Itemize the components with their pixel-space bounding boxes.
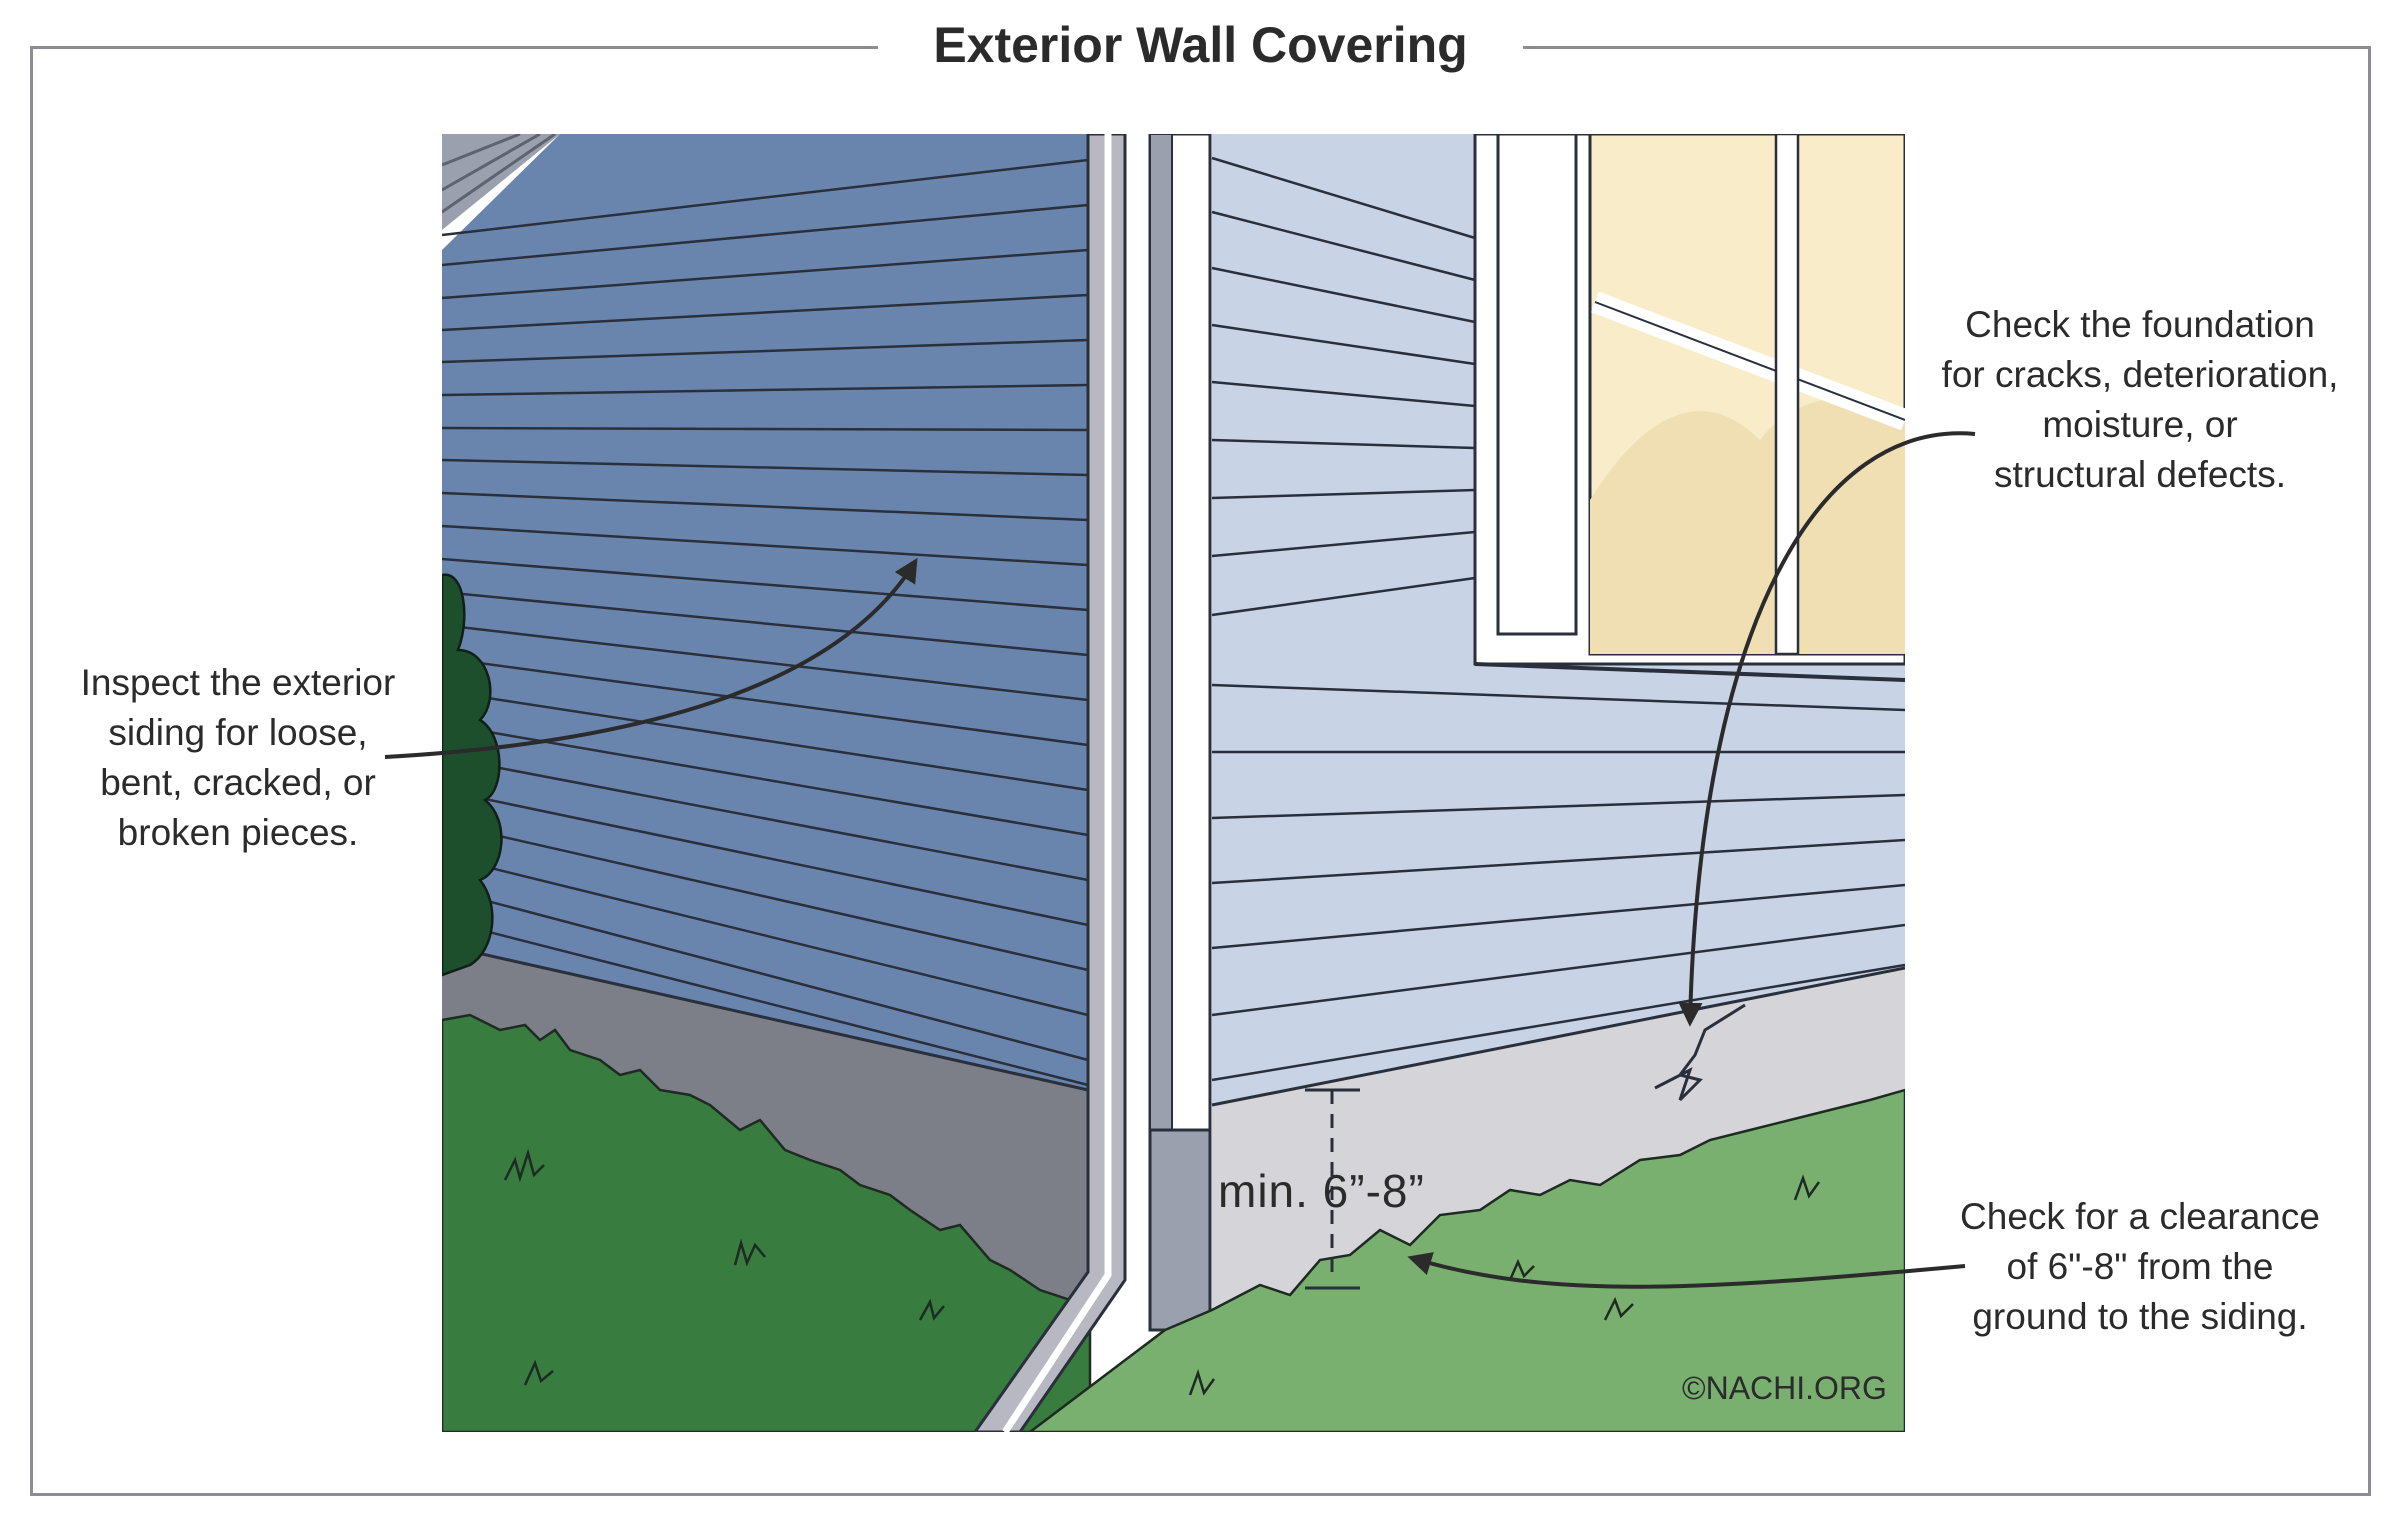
foundation-callout-line: Check the foundation (1965, 304, 2315, 345)
title-wrap: Exterior Wall Covering (0, 12, 2401, 78)
foundation-callout-arrow (1678, 431, 1976, 1027)
corner-trim (1148, 134, 1212, 1332)
left-siding-wall (442, 134, 1088, 1090)
siding-callout-line: siding for loose, (108, 712, 368, 753)
foundation-callout-line: structural defects. (1993, 454, 2286, 495)
left-siding-lines (442, 158, 1089, 1087)
foundation-callout: Check the foundation for cracks, deterio… (1920, 300, 2360, 500)
siding-callout-line: Inspect the exterior (80, 662, 396, 703)
foundation-crack (1654, 1003, 1746, 1102)
left-grass-tufts (503, 1148, 945, 1386)
siding-callout-line: broken pieces. (117, 812, 359, 853)
clearance-callout: Check for a clearance of 6"-8" from the … (1930, 1192, 2350, 1342)
right-siding-lines (1211, 156, 1905, 1082)
clearance-dimension (1305, 1088, 1360, 1290)
foundation-callout-line: moisture, or (2042, 404, 2238, 445)
copyright-credit: ©NACHI.ORG (1682, 1370, 1887, 1406)
roof-edge (442, 134, 560, 230)
clearance-callout-line: ground to the siding. (1972, 1296, 2308, 1337)
siding-callout-arrow (384, 557, 918, 759)
siding-callout-line: bent, cracked, or (100, 762, 376, 803)
foundation-callout-line: for cracks, deterioration, (1941, 354, 2339, 395)
left-grass (442, 1013, 1092, 1432)
siding-callout: Inspect the exterior siding for loose, b… (28, 658, 448, 858)
right-grass (1027, 1088, 1905, 1432)
window (1473, 134, 1905, 682)
clearance-measurement-label: min. 6”-8” (1218, 1165, 1425, 1217)
clearance-callout-arrow (1407, 1252, 1966, 1289)
right-grass-tufts (1188, 1174, 1821, 1396)
clearance-callout-line: Check for a clearance (1960, 1196, 2320, 1237)
downspout (973, 134, 1127, 1432)
clearance-callout-line: of 6"-8" from the (2006, 1246, 2274, 1287)
shrub (442, 573, 503, 977)
page-title: Exterior Wall Covering (878, 12, 1523, 78)
